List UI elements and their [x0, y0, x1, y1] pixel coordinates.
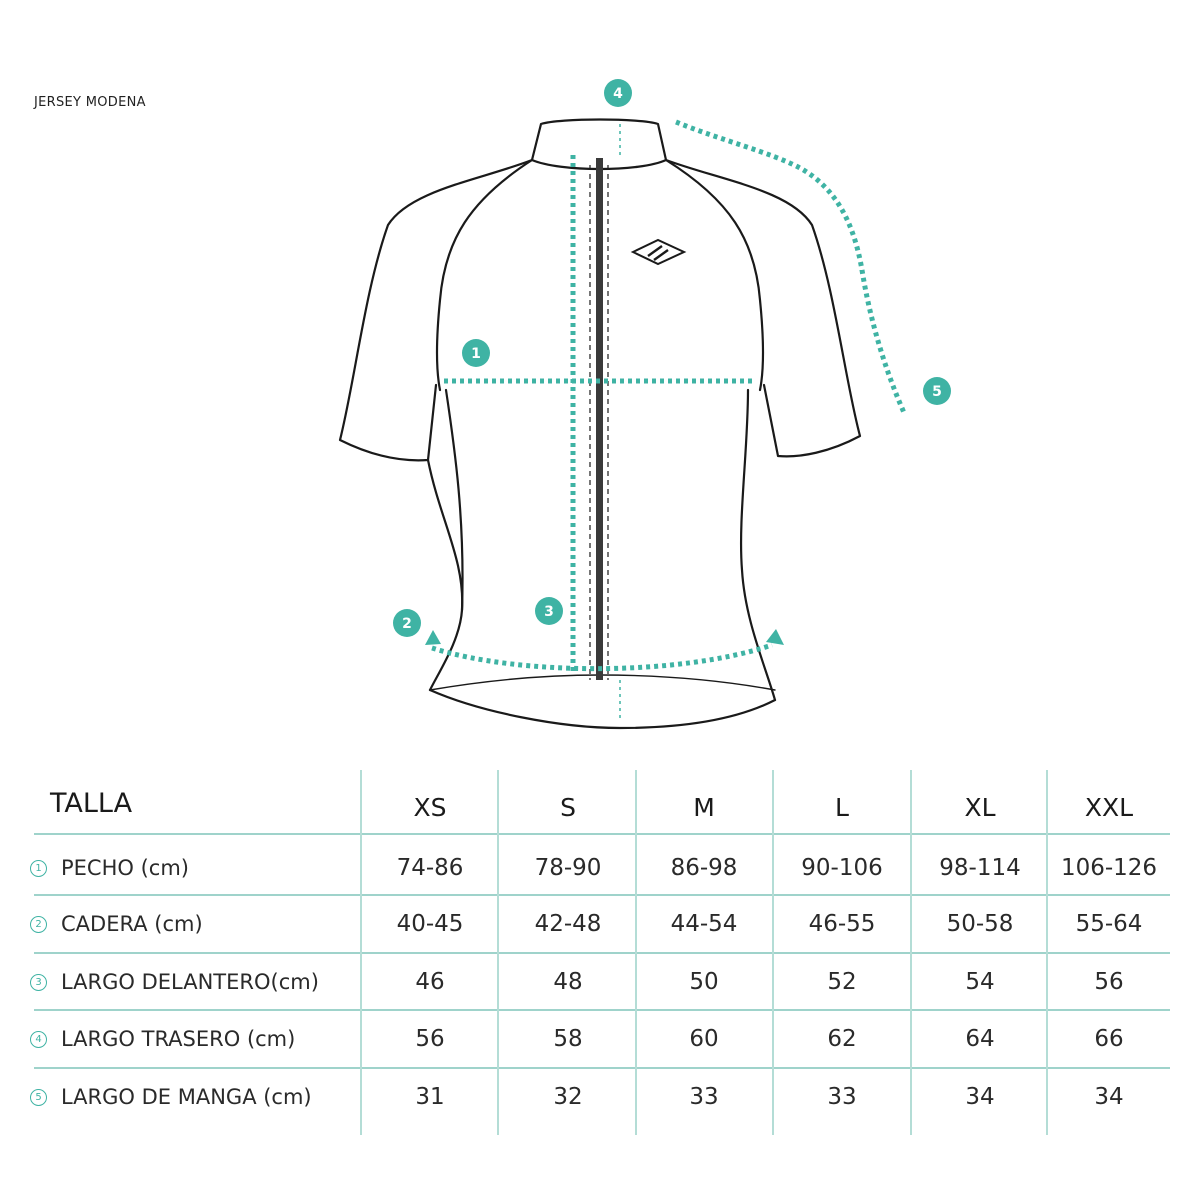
table-cell: 52	[827, 969, 857, 995]
table-cell: 50	[689, 969, 719, 995]
table-cell: 62	[827, 1026, 857, 1052]
hip-arrows	[425, 629, 784, 645]
row-number-badge: 2	[30, 915, 47, 933]
table-row-label: 2 CADERA (cm)	[30, 898, 203, 950]
table-column-divider	[772, 770, 774, 1135]
table-column-divider	[1046, 770, 1048, 1135]
table-row-label: 1 PECHO (cm)	[30, 842, 189, 894]
table-divider	[34, 952, 1170, 954]
marker-back-length-label: 4	[613, 86, 623, 102]
marker-sleeve-length-label: 5	[932, 384, 942, 400]
marker-hip-label: 2	[402, 616, 412, 632]
table-cell: 54	[965, 969, 995, 995]
row-label-text: LARGO DELANTERO(cm)	[61, 970, 319, 994]
size-header-xl: XL	[964, 792, 996, 822]
size-header-xxl: XXL	[1084, 792, 1134, 822]
table-cell: 46	[415, 969, 445, 995]
table-divider	[34, 1009, 1170, 1011]
size-header-xs: XS	[413, 792, 447, 822]
table-cell: 33	[827, 1084, 857, 1110]
zipper	[589, 158, 609, 680]
row-label-text: LARGO DE MANGA (cm)	[61, 1085, 312, 1109]
marker-sleeve-length: 5	[923, 377, 951, 405]
marker-hip: 2	[393, 609, 421, 637]
table-cell: 44-54	[670, 911, 738, 937]
table-cell: 58	[553, 1026, 583, 1052]
row-label-text: CADERA (cm)	[61, 912, 203, 936]
table-column-divider	[360, 770, 362, 1135]
table-cell: 46-55	[808, 911, 876, 937]
marker-front-length-label: 3	[544, 604, 554, 620]
measurement-lines	[431, 119, 908, 675]
marker-back-length: 4	[604, 79, 632, 107]
table-cell: 86-98	[670, 855, 738, 881]
table-row-label: 4 LARGO TRASERO (cm)	[30, 1013, 295, 1065]
size-header-l: L	[835, 792, 849, 822]
jersey-diagram: 1 2 3 4 5	[338, 79, 951, 730]
table-cell: 74-86	[396, 855, 464, 881]
table-divider	[34, 1067, 1170, 1069]
table-column-divider	[497, 770, 499, 1135]
table-cell: 34	[1094, 1084, 1124, 1110]
table-divider	[34, 833, 1170, 835]
table-cell: 56	[1094, 969, 1124, 995]
row-number-badge: 1	[30, 859, 47, 877]
marker-chest-label: 1	[471, 346, 481, 362]
marker-front-length: 3	[535, 597, 563, 625]
table-cell: 56	[415, 1026, 445, 1052]
brand-logo-icon	[630, 238, 687, 266]
table-cell: 50-58	[946, 911, 1014, 937]
table-column-divider	[635, 770, 637, 1135]
table-cell: 78-90	[534, 855, 602, 881]
table-cell: 60	[689, 1026, 719, 1052]
marker-chest: 1	[462, 339, 490, 367]
table-cell: 90-106	[801, 855, 883, 881]
table-cell: 33	[689, 1084, 719, 1110]
table-header-label: TALLA	[50, 787, 133, 819]
table-row-label: 5 LARGO DE MANGA (cm)	[30, 1071, 312, 1123]
table-cell: 34	[965, 1084, 995, 1110]
table-cell: 106-126	[1060, 855, 1158, 881]
row-label-text: PECHO (cm)	[61, 856, 189, 880]
product-title: JERSEY MODENA	[34, 95, 146, 110]
sleeve-line	[675, 119, 908, 417]
table-cell: 64	[965, 1026, 995, 1052]
hip-line	[431, 642, 773, 672]
table-cell: 66	[1094, 1026, 1124, 1052]
row-label-text: LARGO TRASERO (cm)	[61, 1027, 296, 1051]
table-cell: 98-114	[939, 855, 1021, 881]
row-number-badge: 4	[30, 1030, 47, 1048]
table-cell: 31	[415, 1084, 445, 1110]
table-cell: 55-64	[1075, 911, 1143, 937]
row-number-badge: 5	[30, 1088, 47, 1106]
row-number-badge: 3	[30, 973, 47, 991]
size-header-m: M	[693, 792, 715, 822]
table-cell: 32	[553, 1084, 583, 1110]
size-header-s: S	[560, 792, 576, 822]
table-row-label: 3 LARGO DELANTERO(cm)	[30, 956, 319, 1008]
table-cell: 48	[553, 969, 583, 995]
table-divider	[34, 894, 1170, 896]
table-cell: 42-48	[534, 911, 602, 937]
table-cell: 40-45	[396, 911, 464, 937]
table-column-divider	[910, 770, 912, 1135]
